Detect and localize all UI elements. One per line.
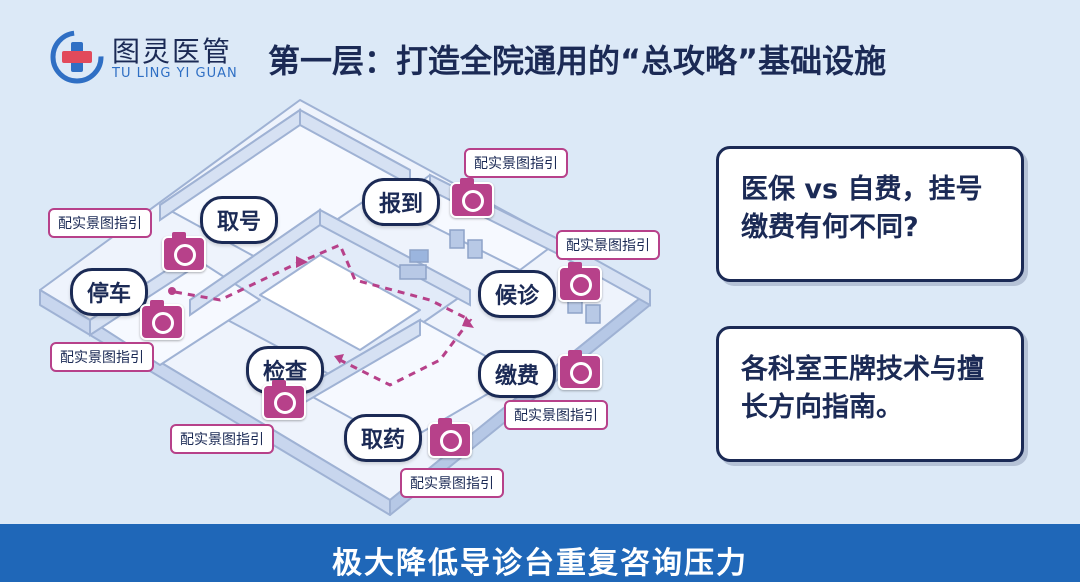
logo-name-cn: 图灵医管 <box>112 35 233 68</box>
camera-icon <box>140 300 184 340</box>
station-checkin: 报到 <box>362 178 441 226</box>
photo-guide-tag: 配实景图指引 <box>48 208 152 238</box>
station-stop: 停车 <box>70 268 149 316</box>
camera-icon <box>262 380 306 420</box>
photo-guide-tag: 配实景图指引 <box>556 230 660 260</box>
camera-icon <box>428 418 472 458</box>
camera-icon <box>450 178 494 218</box>
card-insurance-vs-selfpay: 医保 vs 自费，挂号缴费有何不同? <box>716 146 1024 282</box>
photo-guide-tag: 配实景图指引 <box>50 342 154 372</box>
photo-guide-tag: 配实景图指引 <box>504 400 608 430</box>
station-pharmacy: 取药 <box>344 414 423 462</box>
photo-guide-tag: 配实景图指引 <box>170 424 274 454</box>
station-register: 取号 <box>200 196 279 244</box>
camera-icon <box>558 350 602 390</box>
hospital-floorplan <box>39 99 651 516</box>
photo-guide-tag: 配实景图指引 <box>400 468 504 498</box>
camera-icon <box>162 232 206 272</box>
logo-name-en: TU LING YI GUAN <box>112 66 238 81</box>
camera-icon <box>558 262 602 302</box>
card-department-guide: 各科室王牌技术与擅长方向指南。 <box>716 326 1024 462</box>
station-pay: 缴费 <box>478 350 557 398</box>
logo-cross-icon <box>50 30 104 84</box>
logo: 图灵医管 TU LING YI GUAN <box>50 28 260 88</box>
station-wait: 候诊 <box>478 270 557 318</box>
photo-guide-tag: 配实景图指引 <box>464 148 568 178</box>
bottom-banner: 极大降低导诊台重复咨询压力 <box>0 524 1080 582</box>
page-title: 第一层：打造全院通用的“总攻略”基础设施 <box>268 42 887 80</box>
